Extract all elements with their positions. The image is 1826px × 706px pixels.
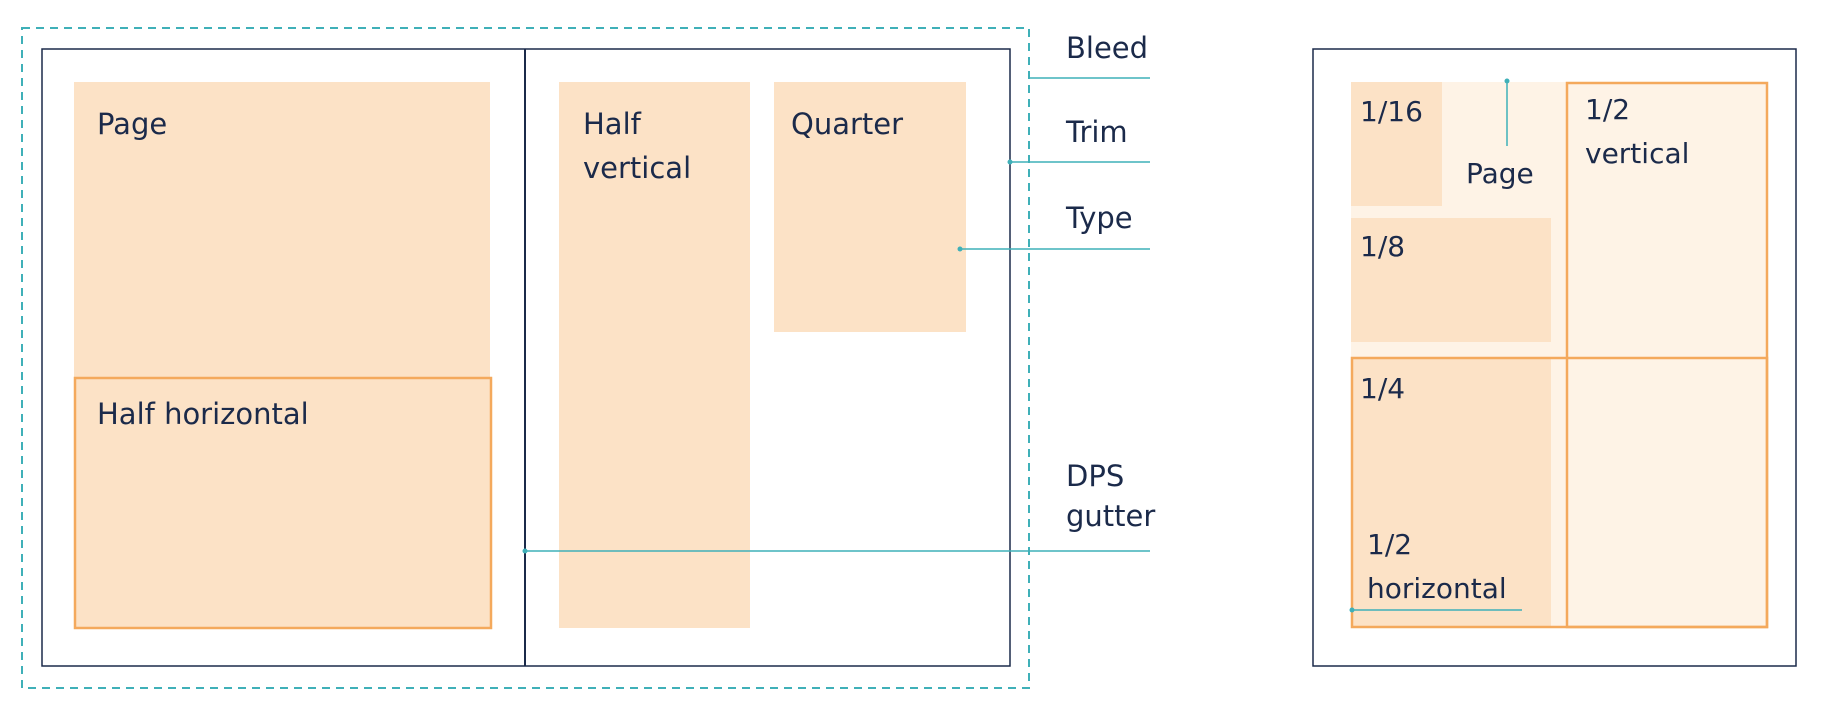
half-horizontal-fraction-label-line2: horizontal: [1367, 572, 1507, 605]
half-vertical-label-line1: Half: [583, 107, 642, 141]
eighth-ad: [1351, 218, 1551, 342]
dps-label-line1: DPS: [1066, 459, 1124, 493]
type-label: Type: [1065, 201, 1133, 235]
dps-label-line2: gutter: [1066, 499, 1155, 533]
eighth-label: 1/8: [1360, 230, 1405, 263]
sixteenth-ad: [1351, 82, 1442, 206]
type-leader-dot: [957, 246, 963, 252]
bleed-label: Bleed: [1066, 31, 1148, 65]
trim-leader-dot: [1007, 159, 1013, 165]
half-horizontal-ad: [73, 376, 493, 630]
half-horizontal-fraction-label-line1: 1/2: [1367, 528, 1412, 561]
half-horizontal-label: Half horizontal: [97, 397, 309, 431]
half-horizontal-leader-dot: [1349, 607, 1355, 613]
sixteenth-label: 1/16: [1360, 95, 1423, 128]
quarter-label: Quarter: [791, 107, 903, 141]
half-vertical-fraction-label-line1: 1/2: [1585, 93, 1630, 126]
half-horizontal-frame: [1350, 356, 1769, 629]
dps-gutter-leader-dot: [522, 548, 528, 554]
single-page-label: Page: [1466, 157, 1534, 190]
quarter-fraction-label: 1/4: [1360, 372, 1405, 405]
page-pointer-dot: [1504, 78, 1510, 84]
quarter-ad: [774, 82, 966, 332]
quarter-page-ad: [1351, 358, 1551, 628]
page-label: Page: [97, 107, 167, 141]
half-vertical-ad: [559, 82, 750, 628]
trim-label: Trim: [1065, 115, 1128, 149]
half-vertical-fraction-label-line2: vertical: [1585, 137, 1689, 170]
half-vertical-label-line2: vertical: [583, 151, 691, 185]
bleed-boundary: [21, 27, 1030, 689]
